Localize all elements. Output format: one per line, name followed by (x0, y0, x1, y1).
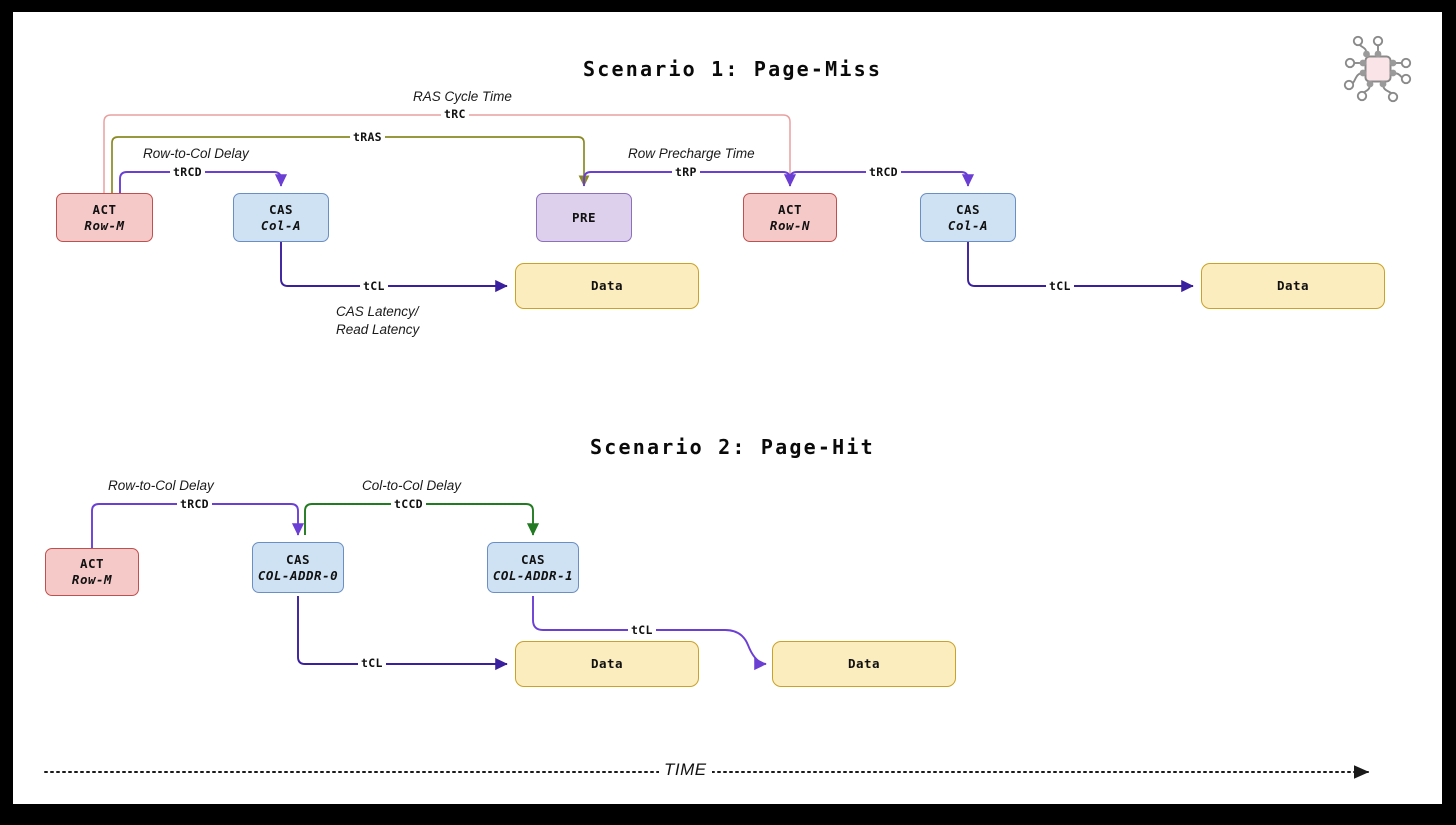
edge-label-s2-tcl-1: tCL (358, 656, 386, 670)
node-pre[interactable]: PRE (536, 193, 632, 242)
node-data-1[interactable]: Data (515, 263, 699, 309)
edge-label-s2-tccd: tCCD (391, 497, 426, 511)
time-axis-label: TIME (659, 760, 712, 780)
annotation-row-precharge-time: Row Precharge Time (628, 146, 755, 161)
node-s2-data-2[interactable]: Data (772, 641, 956, 687)
node-label-primary: Data (590, 656, 624, 672)
annotation-cas-latency-line1: CAS Latency/ (336, 304, 419, 319)
annotation-read-latency-line2: Read Latency (336, 322, 420, 337)
node-act-row-m[interactable]: ACT Row-M (56, 193, 153, 242)
edge-s2-tcl-2 (532, 596, 767, 669)
node-label-primary: CAS (955, 201, 981, 217)
edge-s2-tcl-1 (297, 596, 508, 671)
node-label-primary: CAS (285, 551, 311, 567)
node-cas-col-a-1[interactable]: CAS Col-A (233, 193, 329, 242)
node-label-secondary: Col-A (947, 217, 989, 233)
node-label-secondary: COL-ADDR-1 (492, 567, 574, 583)
edge-label-trc: tRC (441, 107, 469, 121)
diagram-page (13, 12, 1442, 804)
edge-s1-tcl-1 (280, 242, 508, 293)
edge-label-trp: tRP (672, 165, 700, 179)
node-cas-col-a-2[interactable]: CAS Col-A (920, 193, 1016, 242)
node-act-row-n[interactable]: ACT Row-N (743, 193, 837, 242)
memory-chip-icon (1343, 35, 1412, 103)
node-s2-act-row-m[interactable]: ACT Row-M (45, 548, 139, 596)
edge-s1-tcl-2 (967, 242, 1194, 293)
node-label-secondary: Row-M (71, 572, 113, 587)
edge-label-s2-tcl-2: tCL (628, 623, 656, 637)
node-s2-data-1[interactable]: Data (515, 641, 699, 687)
node-label-secondary: Col-A (260, 217, 302, 233)
node-label-primary: Data (590, 278, 624, 294)
node-label-secondary: Row-N (769, 217, 811, 233)
edge-s1-tras (111, 136, 590, 193)
node-s2-cas-col-addr-1[interactable]: CAS COL-ADDR-1 (487, 542, 579, 593)
node-label-primary: CAS (520, 551, 546, 567)
node-label-primary: Data (847, 656, 881, 672)
edge-label-tras: tRAS (350, 130, 385, 144)
annotation-col-to-col-delay: Col-to-Col Delay (362, 478, 462, 493)
node-data-2[interactable]: Data (1201, 263, 1385, 309)
node-label-secondary: COL-ADDR-0 (257, 567, 339, 583)
scenario-2-title: Scenario 2: Page-Hit (590, 435, 875, 459)
node-label-primary: CAS (268, 201, 294, 217)
node-label-primary: Data (1276, 278, 1310, 294)
edge-label-tcl-1: tCL (360, 279, 388, 293)
node-label-primary: PRE (571, 209, 597, 225)
edge-label-tcl-2: tCL (1046, 279, 1074, 293)
node-label-primary: ACT (92, 201, 117, 217)
edge-label-trcd-2: tRCD (866, 165, 901, 179)
annotation-ras-cycle-time: RAS Cycle Time (413, 89, 512, 104)
node-s2-cas-col-addr-0[interactable]: CAS COL-ADDR-0 (252, 542, 344, 593)
annotation-row-to-col-delay: Row-to-Col Delay (143, 146, 249, 161)
annotation-row-to-col-delay-2: Row-to-Col Delay (108, 478, 214, 493)
node-label-primary: ACT (777, 201, 803, 217)
node-label-secondary: Row-M (84, 217, 125, 233)
edge-label-s2-trcd: tRCD (177, 497, 212, 511)
edge-label-trcd-1: tRCD (170, 165, 205, 179)
scenario-1-title: Scenario 1: Page-Miss (583, 57, 883, 81)
node-label-primary: ACT (79, 556, 105, 572)
